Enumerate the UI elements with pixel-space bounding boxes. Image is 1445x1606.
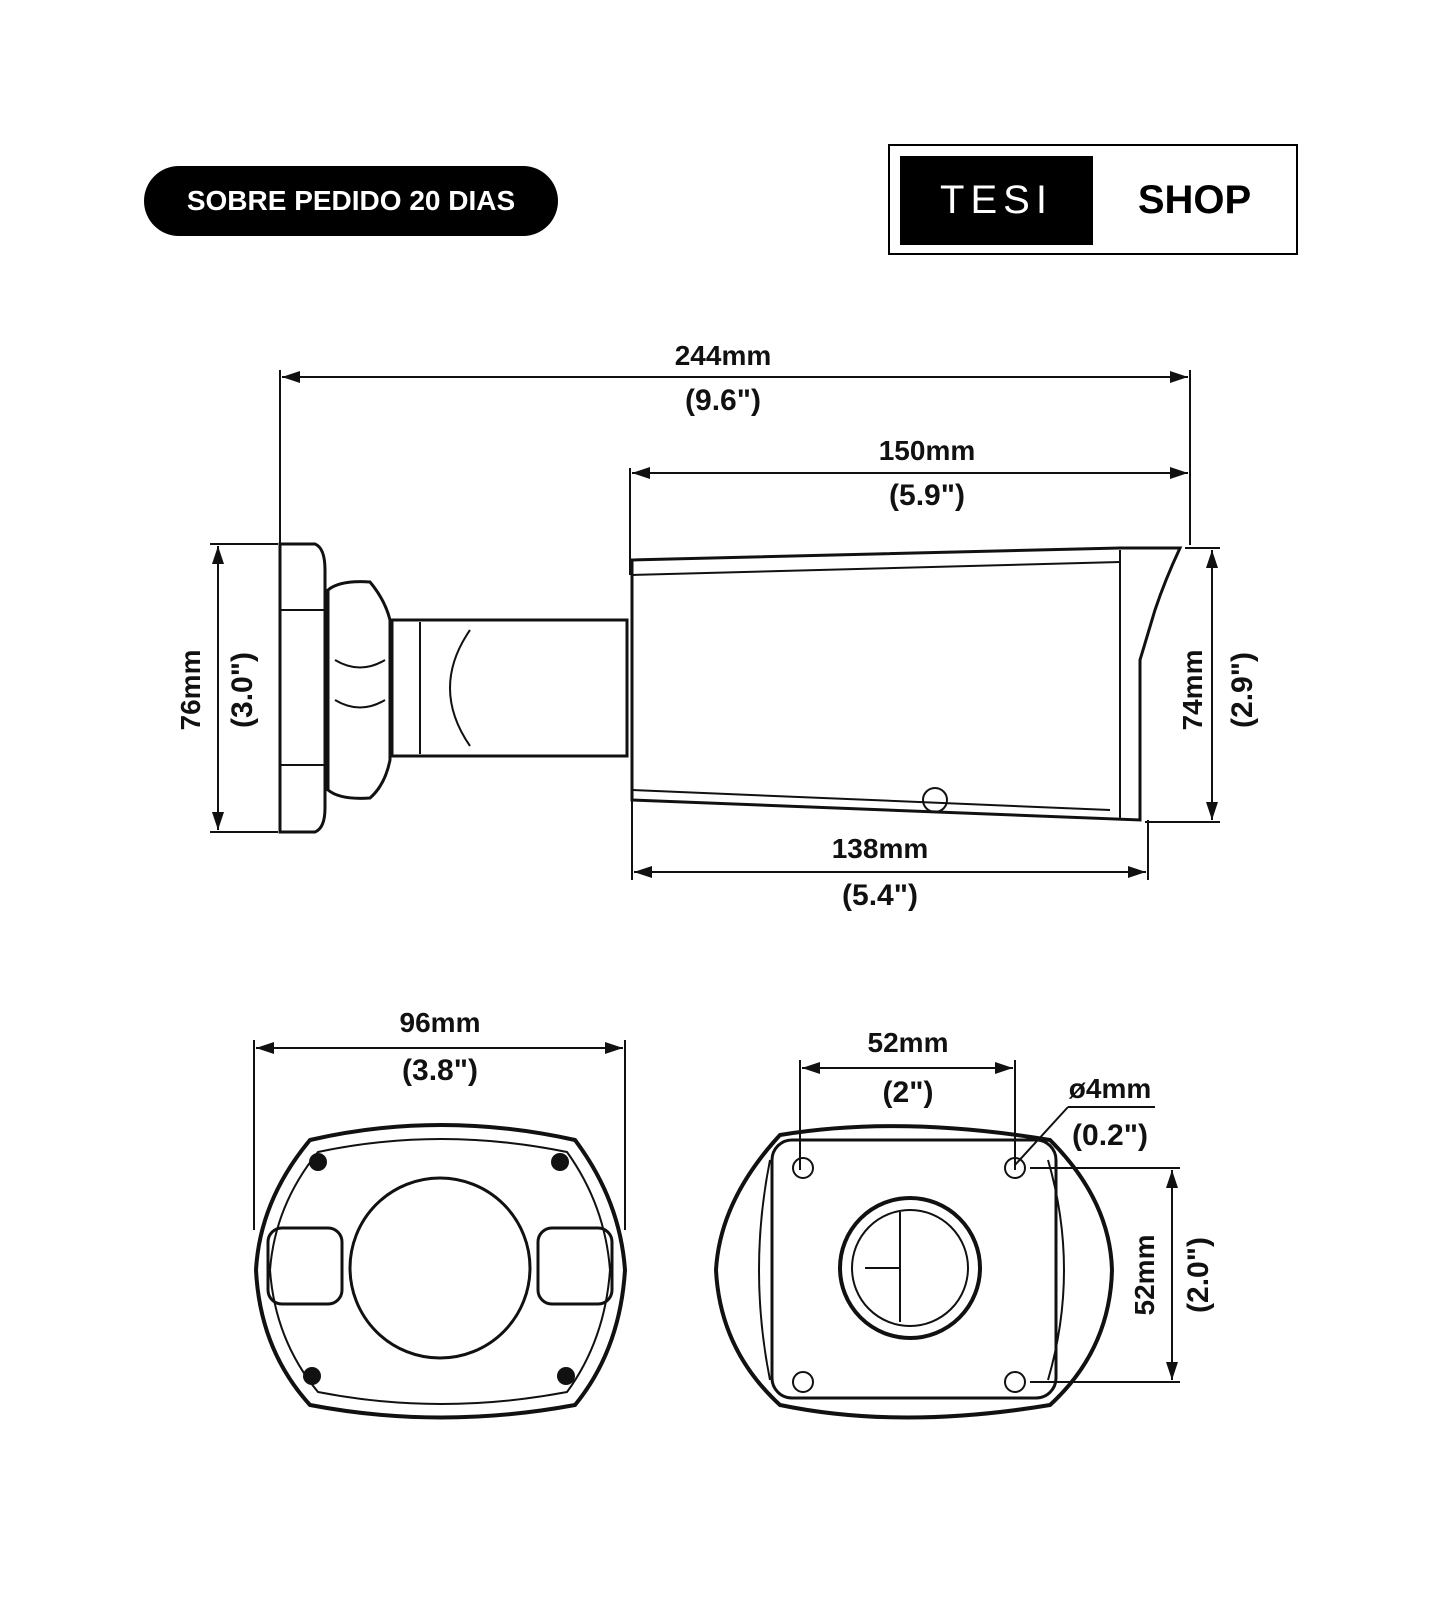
wall-plate [278,542,327,834]
dim-74-inch: (2.9") [1226,652,1259,728]
side-view: 244mm (9.6") 150mm (5.9") 76mm (3.0") [175,340,1259,912]
arm-curve [449,629,471,747]
logo-right-block: SHOP [1093,156,1296,245]
order-badge-label: SOBRE PEDIDO 20 DIAS [186,185,516,216]
mount-hole-bl-icon [792,1371,814,1393]
base-left-rib [758,1159,771,1381]
camera-housing [630,546,1183,822]
dim-52v-inch: (2.0") [1182,1237,1215,1313]
screw-tl-icon [309,1153,327,1171]
mount-hole-br-icon [1004,1371,1026,1393]
dim-76-mm: 76mm [175,650,206,731]
front-housing-inner [268,1138,612,1405]
base-plate [770,1138,1058,1400]
logo-left-text: TESI [940,178,1053,222]
dim-52h-inch: (2") [883,1076,934,1109]
screw-tr-icon [551,1153,569,1171]
mount-hole-tr-icon [1004,1157,1026,1179]
lens-icon [348,1176,532,1360]
dim-138-inch: (5.4") [842,879,918,912]
base-view: 52mm (2") ø4mm (0.2") 52mm (2.0") [713,1027,1215,1420]
cable-hole-icon [838,1196,982,1340]
dim-52h-mm: 52mm [868,1027,949,1058]
ir-led-right-icon [536,1226,614,1306]
tesi-shop-logo: TESI SHOP [888,144,1298,255]
ir-led-left-icon [266,1226,344,1306]
dim-138-mm: 138mm [832,833,929,864]
mount-nut [326,580,392,800]
dim-76-inch: (3.0") [226,652,259,728]
logo-right-text: SHOP [1137,178,1252,222]
logo-left-block: TESI [900,156,1093,245]
housing-top-edge [631,561,1121,576]
nut-ridge-2 [334,699,386,709]
hole-leader [1014,1106,1069,1166]
dim-150-inch: (5.9") [889,479,965,512]
dim-96-inch: (3.8") [402,1054,478,1087]
dim-hole-mm: ø4mm [1069,1073,1151,1104]
nut-ridge-1 [334,659,386,669]
base-outline [713,1124,1115,1420]
screw-br-icon [557,1367,575,1385]
dim-244-mm: 244mm [675,340,772,371]
cable-hole-inner [851,1209,969,1327]
screw-icon [922,787,948,813]
dim-hole-inch: (0.2") [1072,1119,1148,1152]
housing-bottom-edge [631,789,1111,811]
mount-hole-tl-icon [792,1157,814,1179]
mount-arm [390,618,629,758]
dim-244-inch: (9.6") [685,384,761,417]
dim-52v-mm: 52mm [1129,1235,1160,1316]
dim-150-mm: 150mm [879,435,976,466]
dim-96-mm: 96mm [400,1007,481,1038]
dim-74-mm: 74mm [1177,650,1208,731]
front-housing-outline [253,1123,628,1420]
order-badge: SOBRE PEDIDO 20 DIAS [144,166,558,236]
screw-bl-icon [303,1367,321,1385]
front-view: 96mm (3.8") [253,1007,628,1420]
